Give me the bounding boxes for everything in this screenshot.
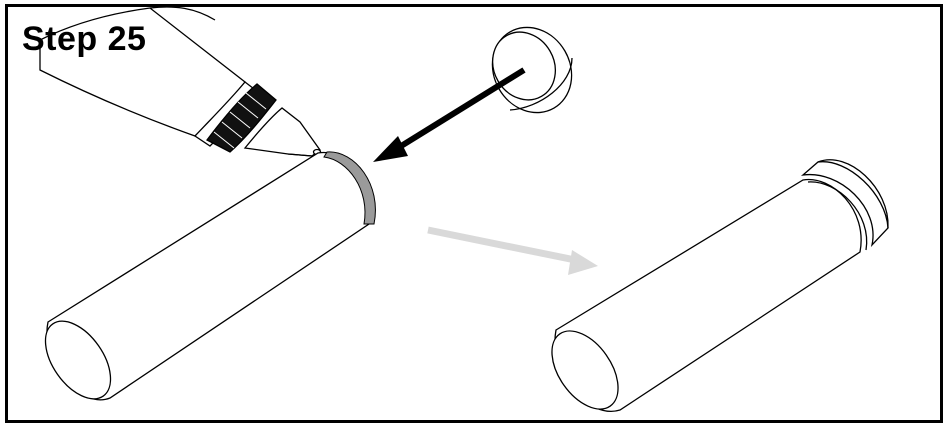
step-label: Step 25 [22,20,147,58]
glue-bottle-icon [39,6,322,157]
result-arrow-icon [427,226,586,266]
tube-left [44,151,374,401]
glue-band [323,151,376,225]
tube-right-assembled [551,159,889,412]
figure-border [5,4,943,423]
insert-arrow-icon [383,67,526,159]
insert-arrowhead [373,136,408,162]
result-arrowhead [568,250,598,275]
